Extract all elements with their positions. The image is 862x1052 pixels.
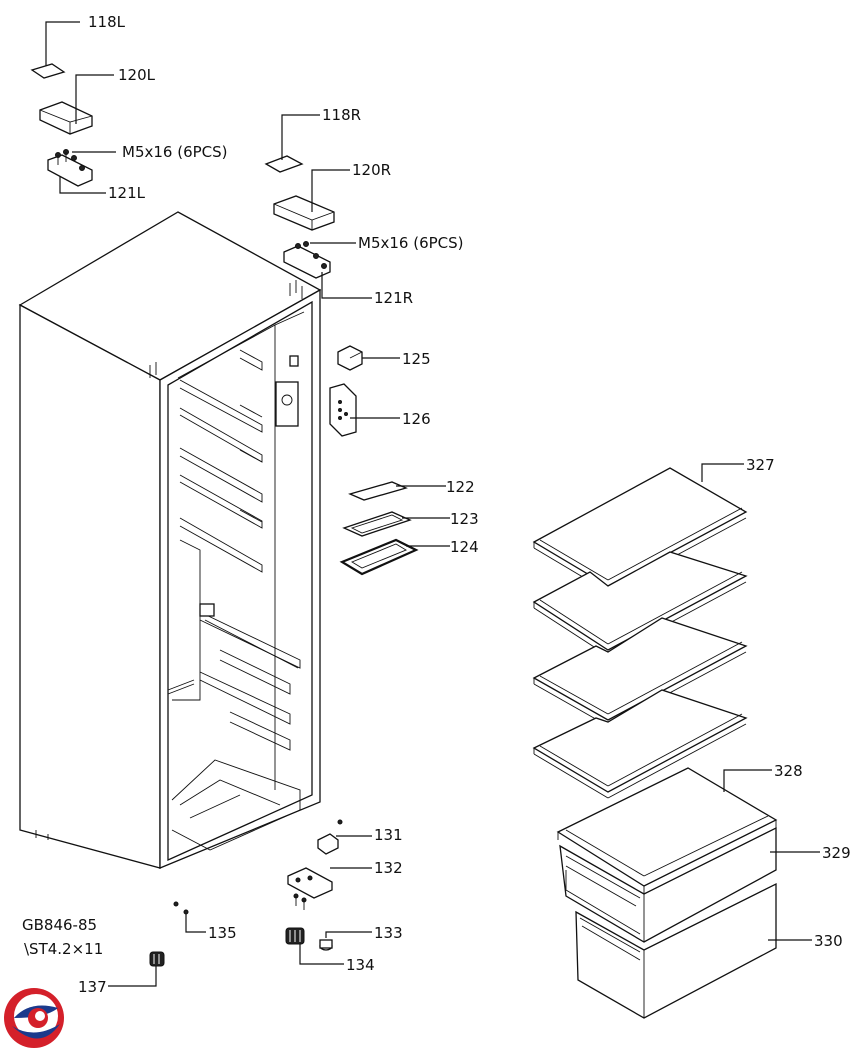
leader-lines-left-hinge	[45, 21, 116, 194]
leader-135	[185, 914, 206, 933]
part-134-adjustable-foot	[285, 927, 305, 945]
label-135: 135	[208, 924, 237, 942]
leader-327	[701, 463, 744, 482]
label-gb846-85: GB846-85	[22, 916, 97, 934]
part-122-filter	[348, 481, 408, 501]
label-328: 328	[774, 762, 803, 780]
leader-133	[325, 931, 372, 938]
leader-134	[299, 944, 344, 965]
label-121L: 121L	[108, 184, 146, 202]
label-133: 133	[374, 924, 403, 942]
leader-328	[723, 769, 772, 792]
label-126: 126	[402, 410, 431, 428]
crisper-cover-328	[556, 767, 778, 894]
hinge-121L	[47, 149, 93, 187]
label-137: 137	[78, 978, 107, 996]
part-135-screw	[173, 901, 189, 915]
leader-lines-right-hinge	[281, 114, 372, 299]
crisper-drawer-329	[559, 826, 777, 943]
part-131-hinge-pin	[317, 819, 343, 855]
part-123-frame	[342, 511, 412, 537]
label-m5x16-right: M5x16 (6PCS)	[358, 234, 464, 252]
brand-logo-icon	[4, 988, 64, 1048]
vent-grille	[167, 679, 195, 695]
label-125: 125	[402, 350, 431, 368]
crisper-drawer-330	[575, 882, 777, 1019]
label-131: 131	[374, 826, 403, 844]
label-m5x16-left: M5x16 (6PCS)	[122, 143, 228, 161]
refrigerator-cabinet	[18, 211, 322, 869]
part-126-control-panel	[329, 383, 357, 437]
label-123: 123	[450, 510, 479, 528]
part-137-foot	[149, 951, 165, 967]
label-329: 329	[822, 844, 851, 862]
hinge-cover-120L	[39, 101, 93, 135]
label-118R: 118R	[322, 106, 361, 124]
label-134: 134	[346, 956, 375, 974]
shelf-rails	[179, 349, 263, 573]
label-124: 124	[450, 538, 479, 556]
part-124-gasket	[339, 538, 419, 576]
label-121R: 121R	[374, 289, 413, 307]
label-120L: 120L	[118, 66, 156, 84]
hinge-cover-pad-118R	[264, 155, 304, 173]
label-st4-2x11: \ST4.2×11	[24, 940, 103, 958]
label-327: 327	[746, 456, 775, 474]
glass-shelf-4	[532, 689, 748, 799]
hinge-cover-pad-118L	[30, 63, 66, 79]
part-132-bottom-hinge	[287, 867, 333, 910]
label-132: 132	[374, 859, 403, 877]
label-120R: 120R	[352, 161, 391, 179]
label-122: 122	[446, 478, 475, 496]
label-118L: 118L	[88, 13, 126, 31]
part-133-foot	[319, 939, 333, 951]
hinge-cover-120R	[273, 195, 335, 231]
label-330: 330	[814, 932, 843, 950]
part-125-lamp-cover	[337, 345, 363, 371]
leader-137	[108, 966, 157, 987]
hinge-121R	[283, 241, 331, 279]
top-screws	[149, 280, 303, 378]
